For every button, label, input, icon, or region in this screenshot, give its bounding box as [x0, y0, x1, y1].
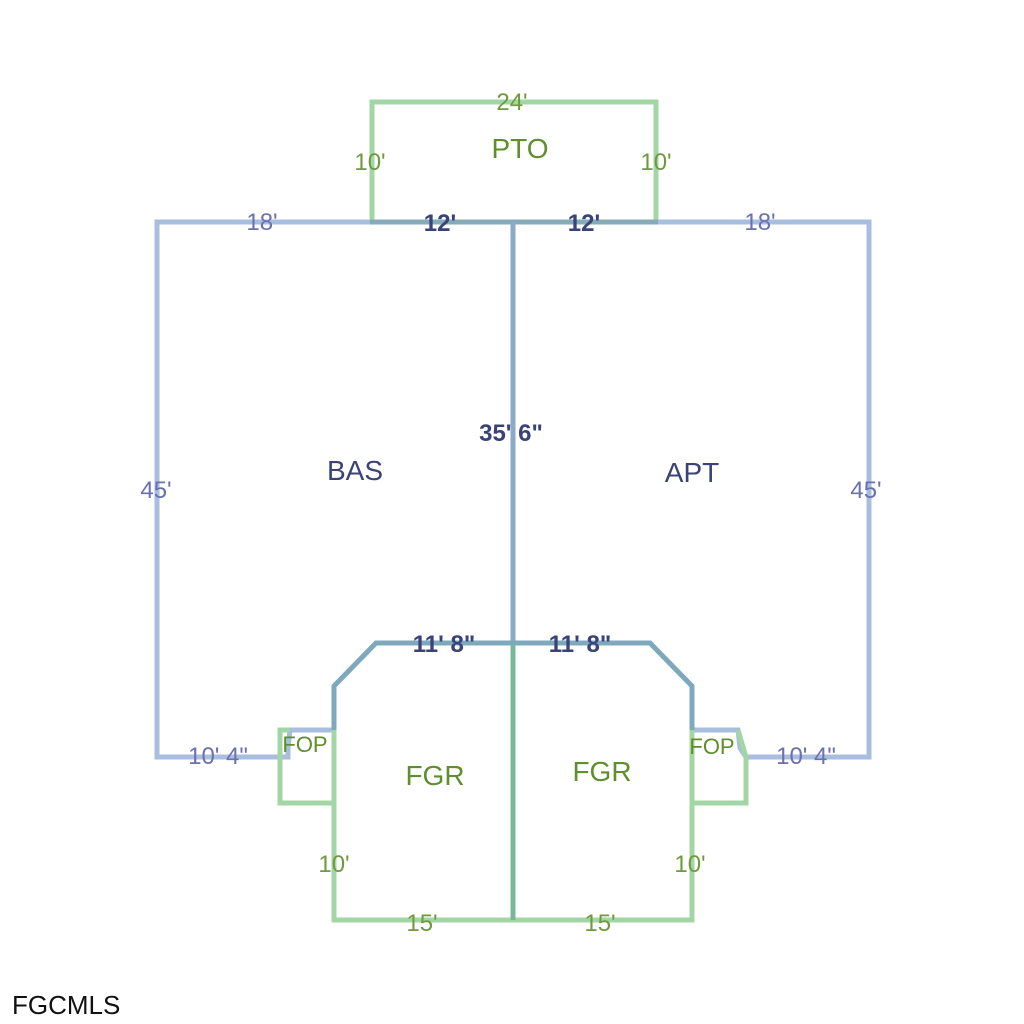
- dim-fgr-right-side: 10': [674, 851, 705, 878]
- fop-left-outline: [277, 727, 334, 806]
- dim-garage-top-left: 11' 8": [413, 631, 475, 658]
- dim-apt-bottom: 10' 4": [776, 743, 836, 770]
- dim-apt-right: 45': [850, 477, 881, 504]
- watermark-text: FGCMLS: [12, 990, 121, 1020]
- room-label-fgr-left: FGR: [405, 760, 464, 791]
- pto-outline: [369, 99, 659, 222]
- garage-top-wall: [331, 640, 695, 730]
- dim-fgr-bottom-left: 15': [406, 910, 437, 937]
- dim-garage-top-right: 11' 8": [549, 631, 611, 658]
- dim-pto-top: 24': [496, 89, 527, 116]
- dim-pto-bottom-left: 12': [424, 210, 456, 237]
- dim-pto-right: 10': [640, 149, 671, 176]
- dim-bas-bottom: 10' 4": [188, 743, 248, 770]
- room-label-pto: PTO: [491, 133, 548, 164]
- fop-right-outline: [692, 729, 749, 806]
- bas-outline: [154, 219, 370, 760]
- room-label-bas: BAS: [327, 455, 383, 486]
- room-label-fop-right: FOP: [689, 734, 734, 759]
- dim-center-wall: 35' 6": [479, 420, 543, 447]
- room-label-fop-left: FOP: [282, 732, 327, 757]
- room-label-fgr-right: FGR: [572, 756, 631, 787]
- dim-fgr-left-side: 10': [318, 851, 349, 878]
- dim-bas-top: 18': [246, 209, 277, 236]
- dim-fgr-bottom-right: 15': [584, 910, 615, 937]
- apt-outline: [658, 219, 872, 760]
- dim-bas-left: 45': [140, 477, 171, 504]
- dim-pto-left: 10': [354, 149, 385, 176]
- room-label-apt: APT: [665, 457, 719, 488]
- dim-apt-top: 18': [744, 209, 775, 236]
- dim-pto-bottom-right: 12': [568, 210, 600, 237]
